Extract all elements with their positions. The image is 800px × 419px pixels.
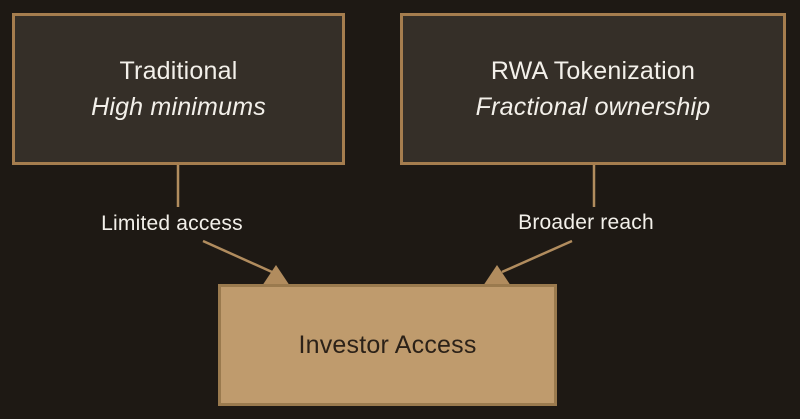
edge-label-broader-reach: Broader reach — [518, 211, 654, 234]
node-traditional-subtitle: High minimums — [91, 93, 266, 121]
node-investor-access-title: Investor Access — [298, 331, 477, 359]
arrowhead-right-icon — [483, 265, 511, 286]
node-rwa-tokenization-title: RWA Tokenization — [490, 57, 696, 85]
arrowhead-left-icon — [262, 265, 290, 286]
node-investor-access: Investor Access — [218, 284, 557, 406]
node-traditional: Traditional High minimums — [12, 13, 345, 165]
connector-limited-access-arrow-line — [202, 239, 273, 274]
connector-broader-reach-arrow-line — [501, 239, 573, 274]
node-rwa-tokenization: RWA Tokenization Fractional ownership — [400, 13, 786, 165]
node-traditional-title: Traditional — [119, 57, 238, 85]
edge-label-limited-access: Limited access — [101, 212, 243, 235]
node-rwa-tokenization-subtitle: Fractional ownership — [475, 93, 711, 121]
